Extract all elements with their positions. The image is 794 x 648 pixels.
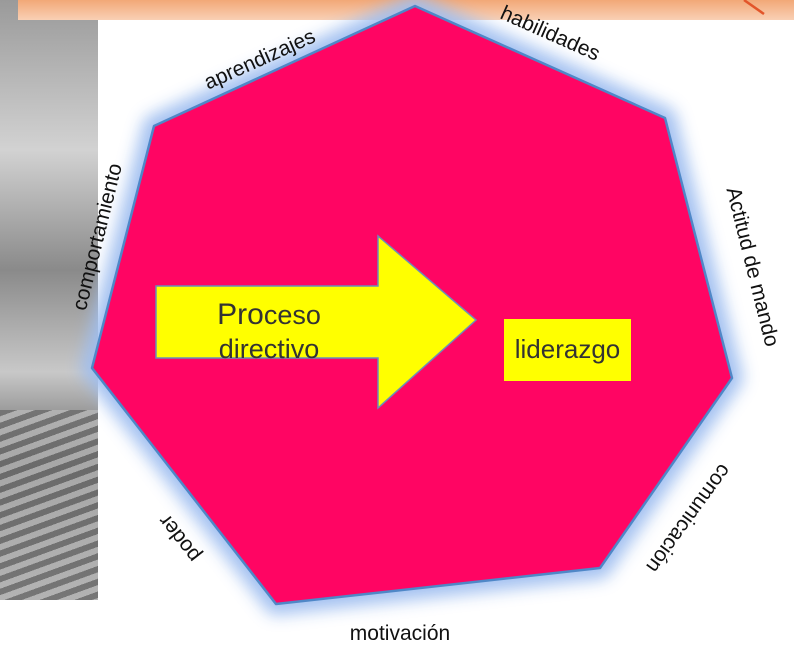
arrow-text-line2: directivo (218, 334, 320, 364)
leadership-box-text: liderazgo (514, 334, 621, 364)
process-arrow-shape (155, 234, 478, 410)
arrow-text-line1: Proceso (217, 298, 321, 331)
background-photo-wave (0, 410, 98, 600)
arrow-text: Proceso directivo (184, 298, 354, 366)
side-label-motivacion: motivación (349, 622, 451, 645)
banner-arrow-icon (743, 0, 765, 16)
leadership-box-shape (504, 319, 631, 381)
